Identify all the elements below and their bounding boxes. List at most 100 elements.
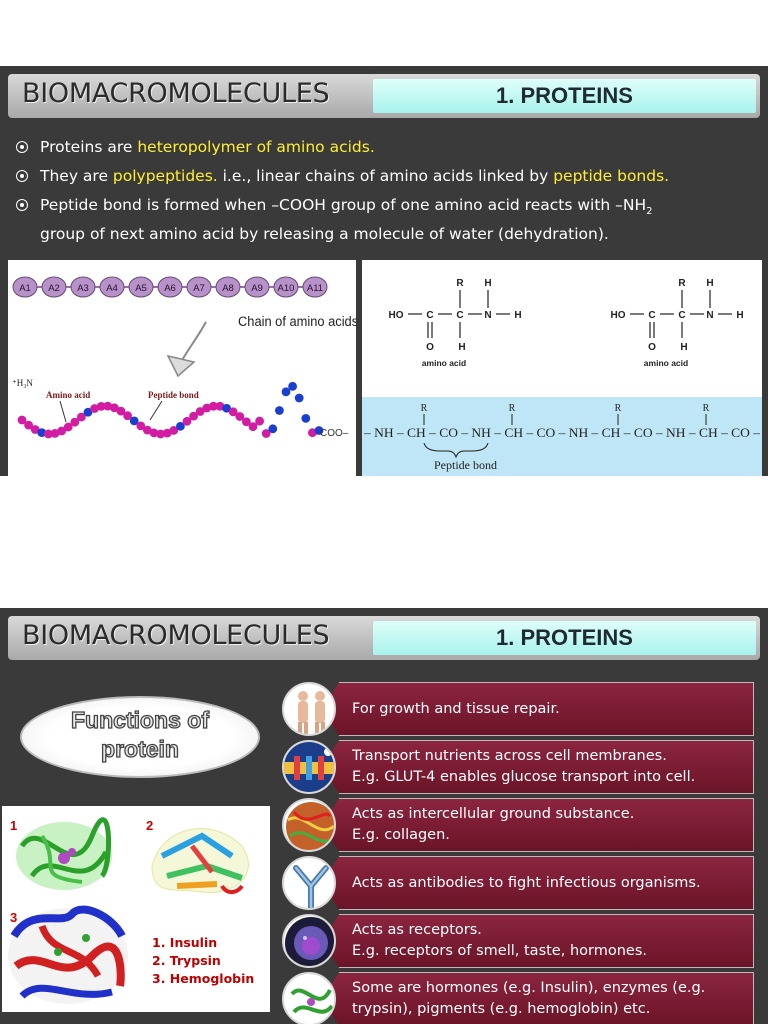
coil-bead xyxy=(235,412,245,421)
coil-bead xyxy=(149,428,159,438)
amino-acid-bead: A11 xyxy=(302,276,328,298)
function-line: trypsin), pigments (e.g. hemoglobin) etc… xyxy=(352,1001,651,1017)
coil-bead xyxy=(261,429,271,438)
amine-label: ⁺H₃N xyxy=(12,378,33,388)
coil-bead xyxy=(301,413,311,423)
trypsin-structure-icon xyxy=(151,828,249,894)
bullet-item: Proteins are heteropolymer of amino acid… xyxy=(14,136,754,158)
amino-acid-bead: A10 xyxy=(273,276,299,298)
function-line: E.g. receptors of smell, taste, hormones… xyxy=(352,943,647,959)
bead-label: A8 xyxy=(222,283,234,294)
coil-bead xyxy=(77,412,86,422)
coil-bead xyxy=(83,407,93,417)
coil-bead xyxy=(123,411,132,421)
bullet-item: Peptide bond is formed when –COOH group … xyxy=(14,194,754,245)
hydrogen-atom: H xyxy=(484,278,491,289)
bead-label: A11 xyxy=(307,283,323,294)
label-pointer xyxy=(149,400,163,421)
structure-images xyxy=(8,817,249,1004)
hydrogen-atom: H xyxy=(514,310,521,321)
function-item: Some are hormones (e.g. Insulin), enzyme… xyxy=(282,972,754,1024)
slide-header: BIOMACROMOLECULES 1. PROTEINS xyxy=(8,74,760,118)
function-text: Acts as antibodies to fight infectious o… xyxy=(352,856,752,910)
bead-label: A10 xyxy=(278,283,295,294)
coil-bead xyxy=(169,426,179,435)
amino-acid-caption: amino acid xyxy=(422,358,466,368)
hydrogen-atom: H xyxy=(680,342,687,353)
function-line: Acts as receptors. xyxy=(352,922,482,938)
amino-acid-label: Amino acid xyxy=(46,390,90,400)
function-text: Acts as receptors. E.g. receptors of smel… xyxy=(352,914,752,968)
function-banner xyxy=(322,740,754,794)
hydrogen-atom: H xyxy=(458,342,465,353)
header-subtitle: 1. PROTEINS xyxy=(373,79,756,113)
bead-label: A6 xyxy=(164,283,176,294)
nitrogen-atom: N xyxy=(706,310,713,321)
function-banner xyxy=(322,798,754,852)
coil-bead xyxy=(129,416,139,426)
hydrogen-atom: H xyxy=(706,278,713,289)
down-arrow-icon xyxy=(179,321,207,365)
coil-bead xyxy=(24,420,33,430)
r-group: R xyxy=(456,278,464,289)
label-pointer xyxy=(59,400,67,423)
function-line: Acts as antibodies to fight infectious o… xyxy=(352,874,701,891)
polypeptide-coil xyxy=(17,381,324,439)
bullet-item: They are polypeptides. i.e., linear chai… xyxy=(14,165,754,187)
insulin-structure-icon xyxy=(16,817,112,890)
bead-label: A9 xyxy=(251,283,263,294)
antibody-icon xyxy=(282,856,336,910)
r-group: R xyxy=(678,278,686,289)
function-line: E.g. GLUT-4 enables glucose transport in… xyxy=(352,769,696,785)
function-line: Acts as intercellular ground substance. xyxy=(352,806,635,822)
coil-bead xyxy=(50,428,60,438)
coil-bead xyxy=(275,406,284,415)
arrow-head-icon xyxy=(166,354,196,378)
amino-acid-bead: A1 xyxy=(12,276,38,298)
bead-label: A1 xyxy=(19,283,31,294)
r-group-label: R xyxy=(615,403,622,414)
coil-bead xyxy=(17,415,27,425)
coil-bead xyxy=(248,422,258,432)
bullet-icon xyxy=(16,170,28,182)
legend-item: 1. Insulin xyxy=(152,935,218,950)
coil-bead xyxy=(314,426,324,435)
chain-caption: Chain of amino acids xyxy=(238,314,356,330)
protein-structures-panel: 1 2 3 xyxy=(2,806,270,1012)
peptide-bond-label: Peptide bond xyxy=(148,390,199,400)
bullet-list: Proteins are heteropolymer of amino acid… xyxy=(14,136,754,252)
coil-bead xyxy=(308,428,317,438)
coil-bead xyxy=(228,407,238,417)
hydroxyl-group: HO xyxy=(389,310,404,321)
amino-acid-bead: A5 xyxy=(128,276,154,298)
human-body-icon xyxy=(282,682,336,736)
carbon-atom: C xyxy=(426,310,433,321)
coil-bead xyxy=(202,403,212,413)
function-line: Some are hormones (e.g. Insulin), enzyme… xyxy=(352,980,706,996)
amino-acid-bead: A3 xyxy=(70,276,96,298)
function-text: Acts as intercellular ground substance.E… xyxy=(352,798,752,852)
function-banner xyxy=(322,682,754,736)
collagen-icon xyxy=(282,798,336,852)
bead-label: A5 xyxy=(135,283,147,294)
receptor-cell-icon xyxy=(282,914,336,968)
function-text: For growth and tissue repair. xyxy=(352,682,752,736)
coil-bead xyxy=(37,428,47,437)
structure-legend: 1. Insulin 2. Trypsin 3. Hemoglobin xyxy=(152,934,254,988)
carboxyl-label: COO– xyxy=(320,428,349,439)
highlight-text: heteropolymer of amino acids. xyxy=(137,138,375,156)
nitrogen-atom: N xyxy=(484,310,491,321)
header-subtitle: 1. PROTEINS xyxy=(373,621,756,655)
amino-acid-bead: A2 xyxy=(41,276,67,298)
r-group-label: R xyxy=(703,403,710,414)
hydroxyl-group: HO xyxy=(611,310,626,321)
coil-bead xyxy=(136,421,146,431)
highlight-text: polypeptides. xyxy=(112,167,218,185)
coil-bead xyxy=(209,401,218,411)
